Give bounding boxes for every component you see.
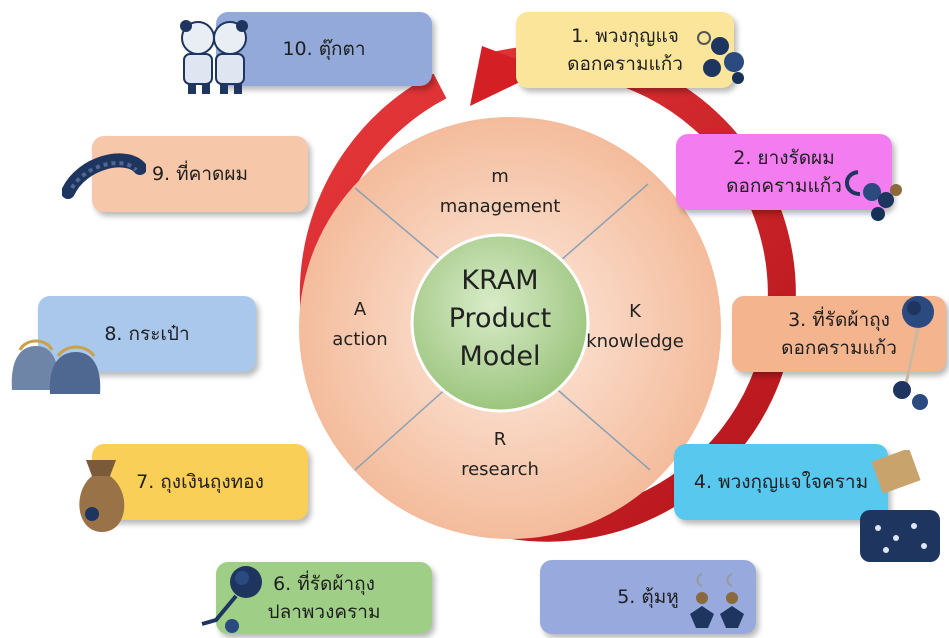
product-label: 6. ที่รัดผ้าถุง ปลาพวงคราม bbox=[267, 573, 381, 623]
pouch-picture bbox=[79, 460, 125, 532]
product-label: 7. ถุงเงินถุงทอง bbox=[136, 471, 264, 493]
product-box-5: 5. ตุ้มหู bbox=[540, 560, 756, 634]
product-label: 10. ตุ๊กตา bbox=[282, 38, 366, 60]
hub-title-line: Model bbox=[459, 341, 541, 372]
quadrant-letter: m bbox=[491, 166, 509, 187]
divider-line bbox=[551, 183, 649, 269]
hub-title-line: KRAM bbox=[461, 265, 539, 296]
quadrant-letter: A bbox=[353, 299, 367, 320]
hub-title-line: Product bbox=[448, 303, 552, 334]
doll-picture bbox=[180, 20, 248, 94]
coin-purse-picture bbox=[11, 339, 101, 394]
quadrant-word: knowledge bbox=[586, 331, 684, 352]
quadrant-word: management bbox=[439, 196, 561, 217]
quadrant-research: R research bbox=[430, 425, 570, 485]
headband-picture bbox=[62, 153, 146, 199]
product-label: 5. ตุ้มหู bbox=[617, 586, 679, 608]
hub-title: KRAM Product Model bbox=[420, 262, 580, 376]
earrings-picture bbox=[690, 573, 744, 628]
quadrant-management: m management bbox=[415, 162, 585, 222]
quadrant-action: A action bbox=[310, 295, 410, 355]
quadrant-word: research bbox=[461, 459, 539, 480]
center-hub bbox=[410, 233, 590, 413]
product-box-1: 1. พวงกุญแจ ดอกครามแก้ว bbox=[516, 12, 734, 88]
quadrant-word: action bbox=[332, 329, 388, 350]
product-box-4: 4. พวงกุญแจใจคราม bbox=[674, 444, 888, 520]
keychain-heart-picture bbox=[860, 450, 940, 562]
product-box-7: 7. ถุงเงินถุงทอง bbox=[92, 444, 308, 520]
divider-line bbox=[354, 384, 451, 471]
product-label: 4. พวงกุญแจใจคราม bbox=[693, 471, 869, 493]
quadrant-letter: R bbox=[493, 429, 507, 450]
divider-line bbox=[354, 187, 451, 269]
keychain-flower-picture bbox=[697, 31, 744, 84]
product-box-9: 9. ที่คาดผม bbox=[92, 136, 308, 212]
cycle-arrowhead bbox=[470, 46, 545, 106]
quadrant-letter: K bbox=[629, 301, 641, 322]
product-label: 9. ที่คาดผม bbox=[151, 163, 249, 185]
fish-band-picture bbox=[201, 566, 262, 633]
product-label: 1. พวงกุญแจ ดอกครามแก้ว bbox=[567, 25, 683, 75]
product-label: 8. กระเป๋า bbox=[104, 323, 190, 345]
product-label: 3. ที่รัดผ้าถุง ดอกครามแก้ว bbox=[781, 309, 897, 359]
product-box-10: 10. ตุ๊กตา bbox=[216, 12, 432, 86]
divider-line bbox=[551, 384, 651, 471]
hair-tie-picture bbox=[845, 170, 902, 221]
sarong-band-picture bbox=[893, 296, 934, 410]
quadrant-knowledge: K knowledge bbox=[575, 297, 695, 357]
product-label: 2. ยางรัดผม ดอกครามแก้ว bbox=[726, 147, 842, 197]
